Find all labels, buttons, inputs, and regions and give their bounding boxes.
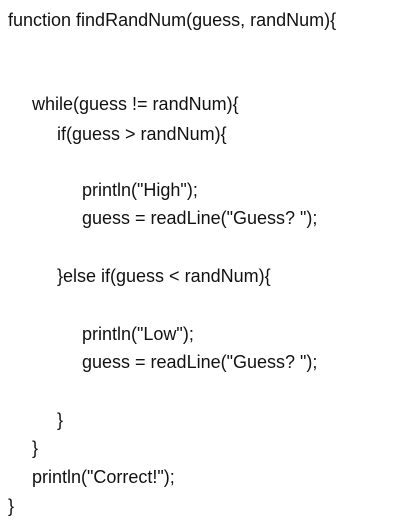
code-line-7: println("Low");: [82, 324, 194, 344]
code-line-6: }else if(guess < randNum){: [57, 266, 271, 286]
code-line-8: guess = readLine("Guess? ");: [82, 352, 318, 372]
code-line-1: function findRandNum(guess, randNum){: [8, 10, 337, 30]
code-line-3: if(guess > randNum){: [57, 124, 227, 144]
code-line-5: guess = readLine("Guess? ");: [82, 208, 318, 228]
code-line-4: println("High");: [82, 180, 198, 200]
code-line-9: }: [57, 410, 64, 430]
code-line-11: println("Correct!");: [32, 467, 175, 487]
code-line-10: }: [32, 438, 39, 458]
code-line-2: while(guess != randNum){: [32, 94, 239, 114]
code-line-12: }: [8, 496, 15, 516]
